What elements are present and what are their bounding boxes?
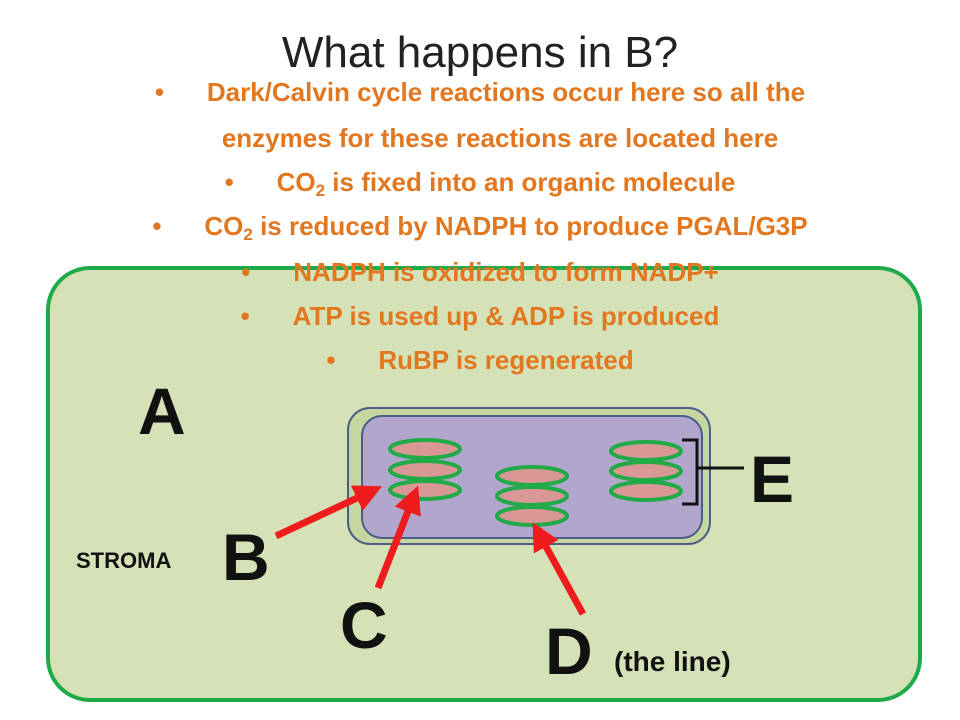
bullet-subscript: 2 bbox=[243, 225, 253, 244]
bullet-marker: • bbox=[240, 301, 250, 331]
bullet-marker: • bbox=[241, 257, 251, 287]
bullet-continuation: enzymes for these reactions are located … bbox=[20, 122, 960, 154]
bullet-text-post: is reduced by NADPH to produce PGAL/G3P bbox=[252, 211, 808, 241]
granum-left bbox=[388, 438, 462, 501]
bullet-text: RuBP is regenerated bbox=[378, 345, 634, 375]
bullet-item: • CO2 is reduced by NADPH to produce PGAL… bbox=[0, 210, 960, 251]
arrow-d bbox=[532, 522, 587, 616]
arrow-c bbox=[374, 485, 421, 590]
bullet-item: • NADPH is oxidized to form NADP+ bbox=[0, 256, 960, 288]
label-e: E bbox=[750, 442, 795, 516]
slide-title: What happens in B? bbox=[281, 28, 679, 77]
bullet-marker: • bbox=[224, 167, 234, 197]
thylakoid-disc bbox=[495, 485, 569, 507]
bullet-marker: • bbox=[152, 211, 162, 241]
thylakoid-disc bbox=[609, 440, 683, 462]
bullet-text: enzymes for these reactions are located … bbox=[221, 123, 779, 153]
thylakoid-disc bbox=[388, 459, 462, 481]
thylakoid-disc bbox=[495, 465, 569, 487]
thylakoid-disc bbox=[609, 460, 683, 482]
bullet-subscript: 2 bbox=[315, 181, 326, 200]
bullet-list: • Dark/Calvin cycle reactions occur here … bbox=[0, 76, 960, 376]
label-stroma: STROMA bbox=[76, 548, 172, 573]
bullet-marker: • bbox=[154, 77, 164, 107]
bullet-text-post: is fixed into an organic molecule bbox=[325, 167, 736, 197]
bullet-item: • Dark/Calvin cycle reactions occur here … bbox=[0, 76, 960, 108]
thylakoid-disc bbox=[495, 505, 569, 527]
bullet-marker: • bbox=[326, 345, 336, 375]
thylakoid-disc bbox=[388, 479, 462, 501]
bullet-item: • ATP is used up & ADP is produced bbox=[0, 300, 960, 332]
thylakoid-disc bbox=[609, 480, 683, 502]
bullet-text-pre: CO bbox=[204, 211, 244, 241]
bullet-item: • RuBP is regenerated bbox=[0, 344, 960, 376]
bullet-text: NADPH is oxidized to form NADP+ bbox=[293, 257, 719, 287]
thylakoid-disc bbox=[388, 438, 462, 460]
granum-middle bbox=[495, 465, 569, 527]
bullet-item: • CO2 is fixed into an organic molecule bbox=[0, 166, 960, 207]
label-b: B bbox=[222, 520, 270, 594]
bullet-text-pre: CO bbox=[276, 167, 316, 197]
label-a: A bbox=[138, 374, 186, 448]
label-c: C bbox=[340, 588, 388, 662]
granum-right bbox=[609, 440, 683, 502]
label-d: D bbox=[545, 614, 593, 688]
bullet-text: Dark/Calvin cycle reactions occur here s… bbox=[206, 77, 806, 107]
granum-bracket bbox=[682, 438, 744, 506]
label-d-note: (the line) bbox=[614, 646, 731, 677]
bullet-text: ATP is used up & ADP is produced bbox=[292, 301, 720, 331]
arrow-b bbox=[274, 485, 383, 540]
